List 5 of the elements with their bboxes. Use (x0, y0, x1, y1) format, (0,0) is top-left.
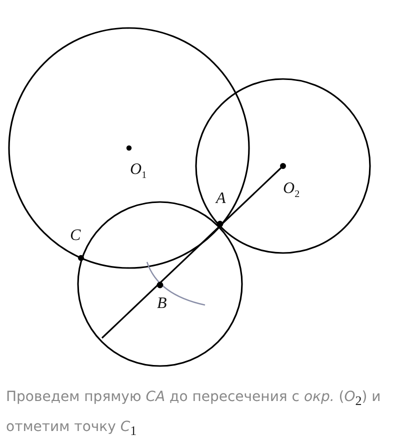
point-label: B (157, 296, 167, 312)
point-label: O$_{2}$ (283, 181, 300, 200)
point-label: C (70, 228, 81, 244)
point-label: O$_{1}$ (130, 162, 147, 182)
point-label: A (216, 191, 226, 207)
